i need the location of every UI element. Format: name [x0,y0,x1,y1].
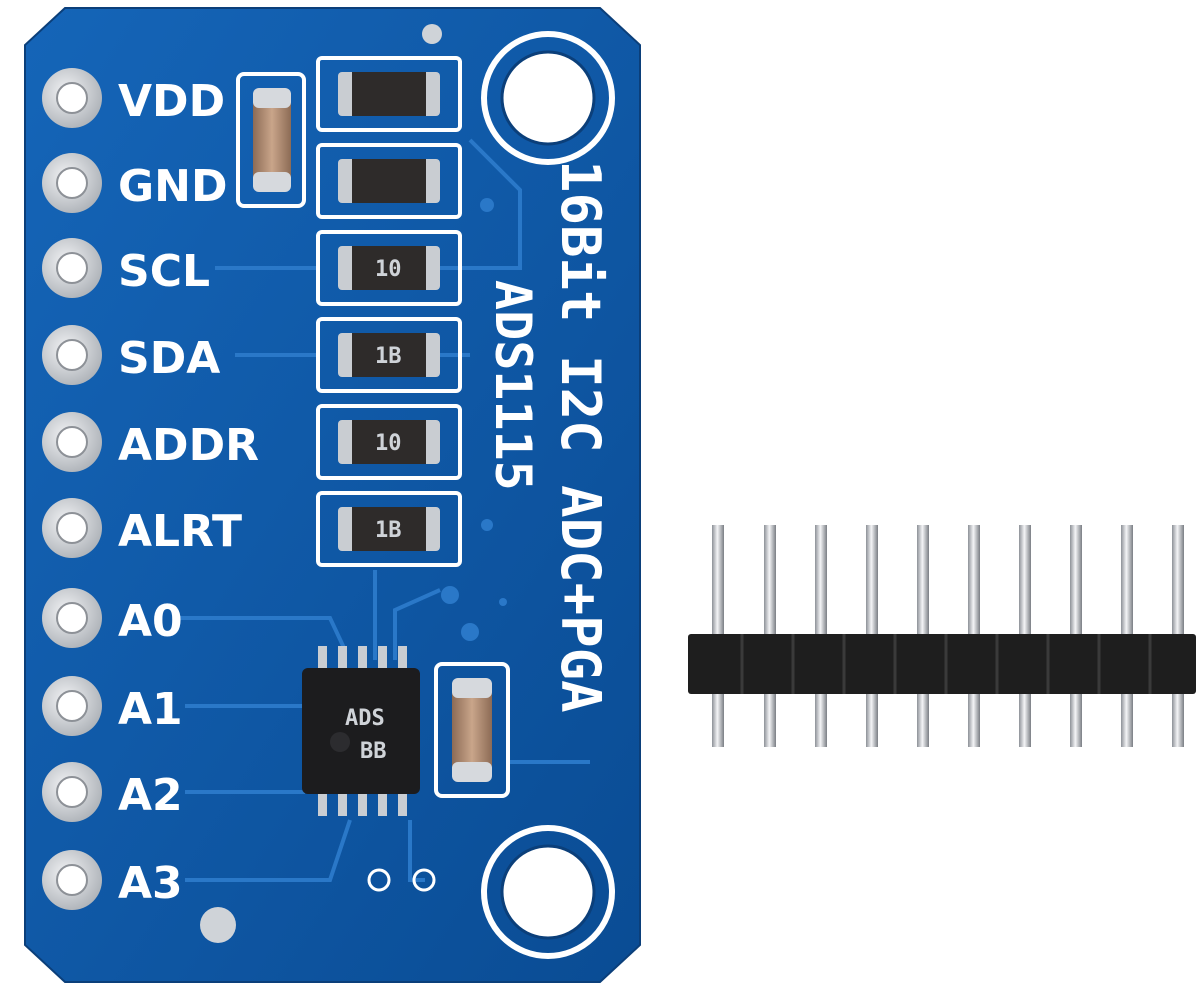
resistor-mark: 1B [375,518,402,543]
pin-pad [42,412,102,472]
resistor-mark: 10 [375,257,402,282]
pin-label-vdd: VDD [118,76,225,127]
smd-resistor: 10 [316,404,462,480]
vias [441,198,507,641]
pin-pad [42,850,102,910]
pin-label-alrt: ALRT [118,506,242,557]
smd-resistor: 10 [316,230,462,306]
pcb-traces [175,138,590,882]
chip-marking-top: ADS [345,706,385,731]
resistor-mark: 1B [375,344,402,369]
pin-label-sda: SDA [118,333,220,384]
adc-chip: ADS BB [302,646,420,816]
pin-label-a0: A0 [118,596,183,647]
pin-pad [42,498,102,558]
pin-pad [42,68,102,128]
pin-label-gnd: GND [118,161,227,212]
via-ring-right [412,868,436,892]
pin-labels: VDD GND SCL SDA ADDR ALRT A0 A1 A2 A3 [118,76,259,909]
pin-label-addr: ADDR [118,420,259,471]
smd-component [316,56,462,132]
via-ring-left [367,868,391,892]
header-plastic [688,634,1196,694]
smd-component [316,143,462,219]
board-model-text: ADS1115 [484,280,542,491]
pin-label-a2: A2 [118,770,183,821]
smd-resistor: 1B [316,317,462,393]
pin-header [688,525,1196,747]
pin-pad [42,588,102,648]
mounting-hole-bottom [481,825,615,959]
pin-pad [42,153,102,213]
pin-pad [42,676,102,736]
pin-pads [42,68,102,910]
mounting-hole-top [481,31,615,165]
via-pad-top [422,24,442,44]
board-title-text: 16Bit I2C ADC+PGA [549,160,612,713]
pin-label-a1: A1 [118,684,183,735]
pin-pad [42,762,102,822]
pin-pad [42,325,102,385]
resistor-mark: 10 [375,431,402,456]
via-pad-bottom [200,907,236,943]
pin-label-scl: SCL [118,246,210,297]
capacitor-top [236,72,306,208]
smd-resistor: 1B [316,491,462,567]
pin-pad [42,238,102,298]
pin-label-a3: A3 [118,858,183,909]
capacitor-bottom [434,662,510,798]
chip-marking-bottom: BB [360,739,387,764]
